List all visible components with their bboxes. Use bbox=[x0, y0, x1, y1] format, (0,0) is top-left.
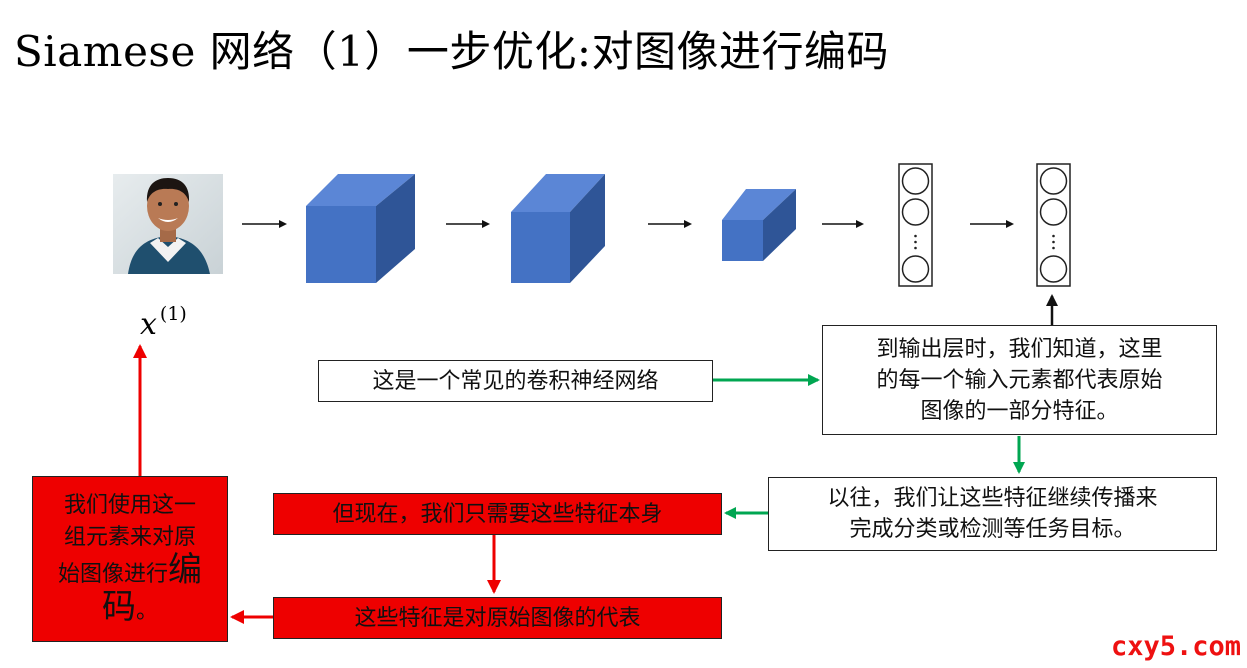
encode-note-box: 我们使用这一 组元素来对原 始图像进行编 码。 bbox=[32, 476, 228, 642]
slide-title: Siamese 网络（1）一步优化:对图像进行编码 bbox=[14, 27, 890, 76]
vertical-ellipsis-icon bbox=[914, 234, 917, 250]
conv-layer-cube-2 bbox=[511, 174, 605, 283]
cnn-note-box: 这是一个常见的卷积神经网络 bbox=[318, 360, 713, 402]
past-note-box: 以往，我们让这些特征继续传播来 完成分类或检测等任务目标。 bbox=[768, 477, 1217, 551]
output-note-box: 到输出层时，我们知道，这里 的每一个输入元素都代表原始 图像的一部分特征。 bbox=[822, 325, 1217, 435]
now-note-box: 但现在，我们只需要这些特征本身 bbox=[273, 493, 722, 535]
face-photo-icon bbox=[113, 174, 223, 274]
conv-layer-cube-1 bbox=[306, 174, 415, 283]
fc-layer-1 bbox=[898, 163, 933, 287]
vertical-ellipsis-icon bbox=[1052, 234, 1055, 250]
conv-layer-cube-3 bbox=[722, 189, 796, 261]
fc-layer-2 bbox=[1036, 163, 1071, 287]
represent-note-box: 这些特征是对原始图像的代表 bbox=[273, 597, 722, 639]
input-label-x1: x(1) bbox=[140, 303, 187, 342]
watermark: cxy5.com bbox=[1110, 631, 1241, 662]
